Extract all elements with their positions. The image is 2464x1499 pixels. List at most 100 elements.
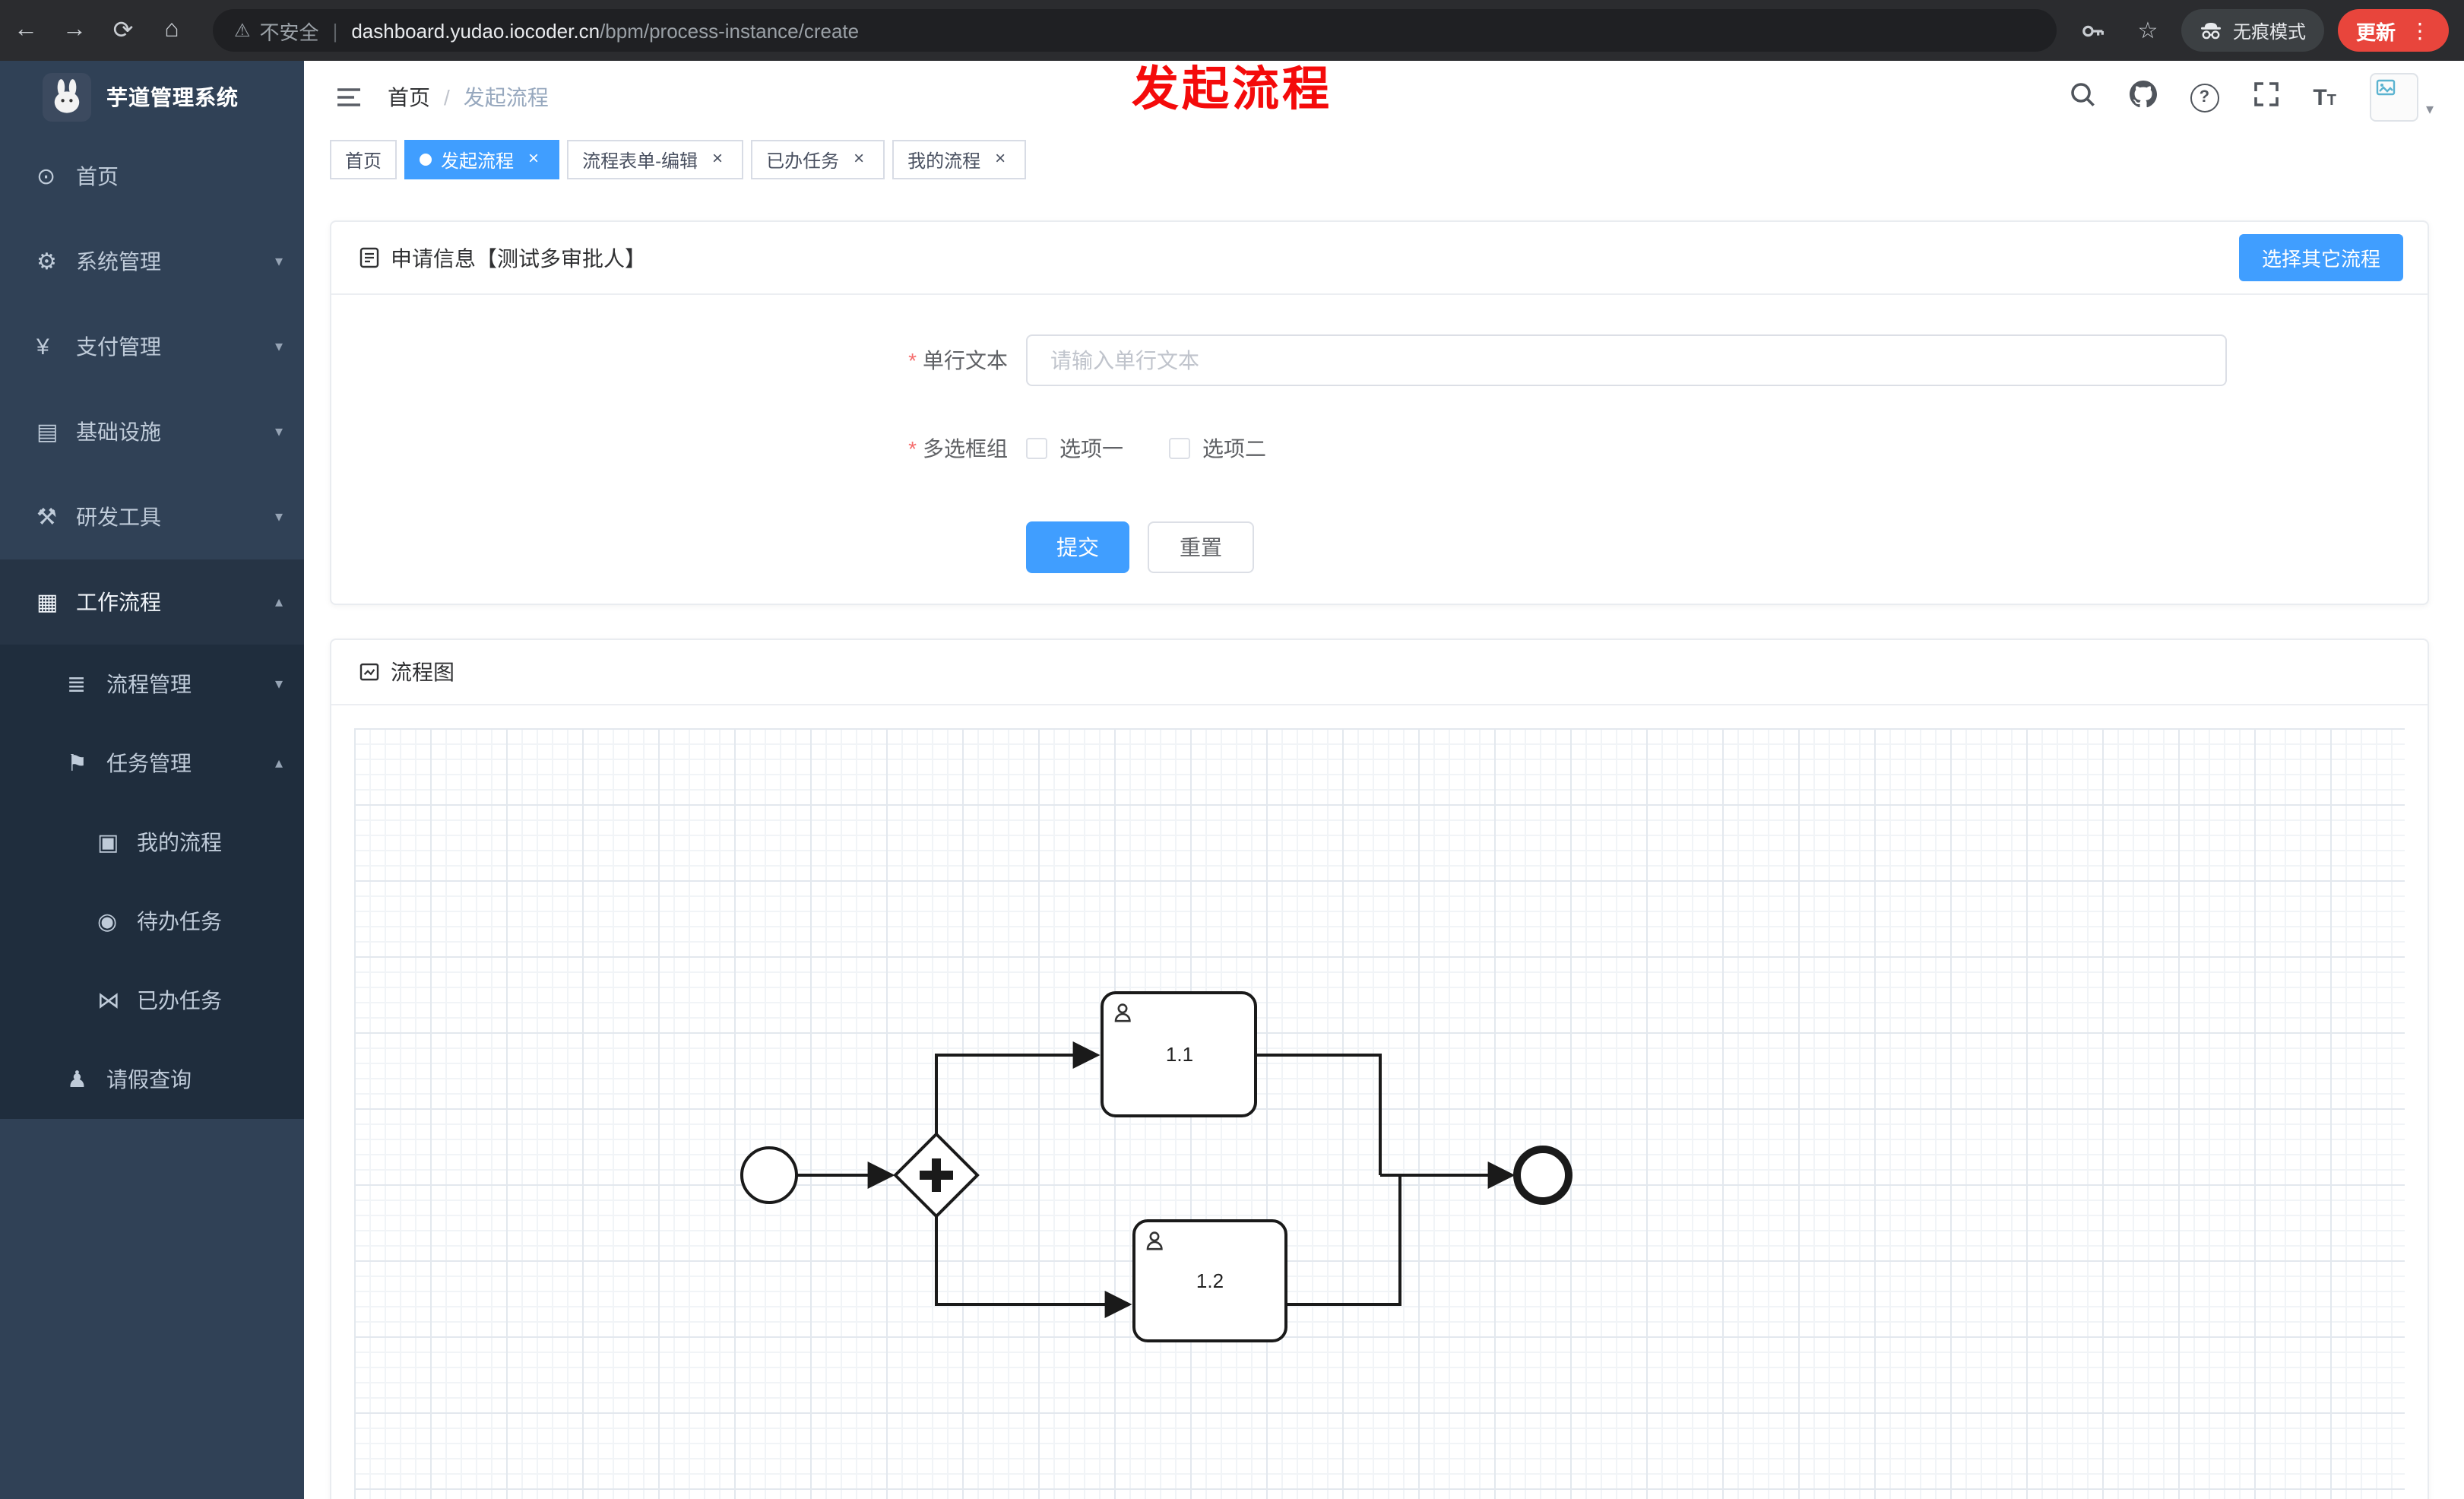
avatar[interactable] (2369, 73, 2418, 122)
forward-icon[interactable]: → (62, 17, 87, 43)
tab-my-process[interactable]: 我的流程 × (892, 140, 1027, 179)
main-area: 首页 / 发起流程 ? TT (304, 61, 2464, 1499)
sidebar-item-done-tasks[interactable]: ⋈ 已办任务 (97, 988, 222, 1014)
flow-diagram-card: 流程图 (330, 639, 2429, 1499)
help-icon[interactable]: ? (2190, 83, 2219, 112)
sidebar-item-my-process[interactable]: ▣ 我的流程 (97, 830, 222, 856)
diagram-body: 1.1 1.2 (331, 705, 2428, 1499)
infrastructure-icon: ▤ (36, 420, 59, 445)
bookmark-star-icon[interactable]: ☆ (2137, 18, 2158, 44)
apply-form: *单行文本 *多选框组 选项一 选项二 (331, 295, 2428, 573)
active-dot-icon (420, 154, 432, 166)
menu-kebab-icon[interactable]: ⋮ (2409, 17, 2431, 42)
sidebar-item-dev-tools[interactable]: ⚒ 研发工具 ▾ (36, 505, 283, 531)
incognito-icon (2200, 22, 2221, 39)
required-asterisk: * (908, 436, 917, 461)
sequence-flows (797, 1041, 1515, 1318)
close-icon[interactable]: × (995, 147, 1006, 169)
sidebar-item-system-management[interactable]: ⚙ 系统管理 ▾ (36, 249, 283, 275)
url-divider: | (332, 19, 338, 42)
warning-icon: ⚠ (234, 20, 251, 41)
apply-card-header: 申请信息【测试多审批人】 选择其它流程 (331, 222, 2428, 295)
breadcrumb-separator: / (444, 85, 450, 109)
checkbox-group-row: *多选框组 选项一 选项二 (331, 433, 2428, 464)
checkbox-group-label: *多选框组 (908, 436, 1008, 461)
tab-done-tasks[interactable]: 已办任务 × (751, 140, 885, 179)
single-line-label: *单行文本 (908, 348, 1008, 372)
font-size-icon[interactable]: TT (2313, 84, 2336, 110)
bpmn-canvas[interactable]: 1.1 1.2 (354, 728, 2405, 1499)
bpmn-diagram: 1.1 1.2 (740, 991, 1572, 1342)
sidebar-item-todo-tasks[interactable]: ◉ 待办任务 (97, 909, 222, 935)
tab-home[interactable]: 首页 (330, 140, 397, 179)
url-domain: dashboard.yudao.iocoder.cn (351, 19, 600, 42)
breadcrumb: 首页 / 发起流程 (388, 82, 549, 113)
breadcrumb-current: 发起流程 (463, 85, 549, 109)
user-menu[interactable]: ▾ (2369, 73, 2434, 122)
diagram-card-title: 流程图 (391, 660, 454, 684)
user-task-1-1[interactable]: 1.1 (1101, 991, 1257, 1117)
single-line-row: *单行文本 (331, 334, 2428, 386)
user-icon (1146, 1231, 1163, 1250)
app-title: 芋道管理系统 (106, 85, 239, 109)
sidebar-item-workflow[interactable]: ▦ 工作流程 ▴ (0, 559, 304, 645)
back-icon[interactable]: ← (14, 17, 38, 43)
checkbox-icon[interactable] (1026, 438, 1047, 459)
required-asterisk: * (908, 348, 917, 372)
address-bar[interactable]: ⚠ 不安全 | dashboard.yudao.iocoder.cn/bpm/p… (213, 9, 2057, 52)
payment-icon: ¥ (36, 334, 49, 360)
update-button[interactable]: 更新 ⋮ (2337, 9, 2449, 52)
browser-actions: ☆ 无痕模式 更新 ⋮ (2075, 9, 2464, 52)
task-label: 1.2 (1196, 1269, 1224, 1292)
close-icon[interactable]: × (712, 147, 724, 169)
devtools-icon: ⚒ (36, 505, 57, 531)
select-other-process-button[interactable]: 选择其它流程 (2238, 234, 2403, 281)
incognito-badge: 无痕模式 (2181, 9, 2324, 52)
single-line-input[interactable] (1026, 334, 2227, 386)
sidebar-item-infrastructure[interactable]: ▤ 基础设施 ▾ (36, 420, 283, 445)
reset-button[interactable]: 重置 (1148, 521, 1254, 573)
process-icon: ≣ (67, 672, 87, 698)
search-icon[interactable] (2068, 80, 2095, 115)
sidebar-collapse-icon[interactable] (334, 85, 363, 109)
page-content: 申请信息【测试多审批人】 选择其它流程 *单行文本 *多选框组 选项一 (304, 185, 2464, 1499)
document-icon (359, 247, 379, 268)
chevron-down-icon: ▾ (2425, 102, 2434, 119)
form-actions-row: 提交 重置 (331, 521, 2428, 573)
diagram-card-header: 流程图 (331, 640, 2428, 705)
sidebar-item-task-management[interactable]: ⚑ 任务管理 ▴ (67, 751, 283, 777)
annotation-text: 发起流程 (1132, 62, 1332, 116)
close-icon[interactable]: × (854, 147, 865, 169)
app-logo-icon (43, 73, 91, 122)
github-icon[interactable] (2129, 80, 2157, 115)
chevron-down-icon: ▾ (274, 253, 283, 270)
sidebar-item-payment-management[interactable]: ¥ 支付管理 ▾ (36, 334, 283, 360)
submit-button[interactable]: 提交 (1026, 521, 1129, 573)
close-icon[interactable]: × (528, 147, 540, 169)
checkbox-icon[interactable] (1169, 438, 1190, 459)
user-task-1-2[interactable]: 1.2 (1132, 1219, 1287, 1342)
checkbox-option-1[interactable]: 选项一 (1026, 433, 1123, 464)
flowchart-icon (359, 663, 379, 681)
tab-start-process[interactable]: 发起流程 × (404, 140, 560, 179)
tab-form-edit[interactable]: 流程表单-编辑 × (567, 140, 744, 179)
task-label: 1.1 (1166, 1043, 1193, 1066)
chevron-down-icon: ▾ (274, 509, 283, 525)
key-icon[interactable] (2075, 11, 2114, 50)
dashboard-icon: ⊙ (36, 164, 56, 190)
home-icon[interactable]: ⌂ (164, 17, 179, 43)
app-logo: 芋道管理系统 (0, 61, 304, 134)
checkbox-option-2[interactable]: 选项二 (1169, 433, 1266, 464)
end-event[interactable] (1513, 1146, 1572, 1205)
start-event[interactable] (740, 1146, 798, 1204)
sidebar-item-home[interactable]: ⊙ 首页 (36, 164, 119, 190)
refresh-icon[interactable]: ⟳ (112, 18, 134, 44)
sidebar-item-leave-query[interactable]: ♟ 请假查询 (67, 1067, 192, 1093)
chevron-up-icon: ▴ (274, 755, 283, 772)
breadcrumb-home[interactable]: 首页 (388, 85, 430, 109)
gear-icon: ⚙ (36, 249, 57, 275)
parallel-gateway[interactable] (893, 1132, 980, 1219)
sidebar-item-process-management[interactable]: ≣ 流程管理 ▾ (67, 672, 283, 698)
fullscreen-icon[interactable] (2252, 80, 2279, 115)
